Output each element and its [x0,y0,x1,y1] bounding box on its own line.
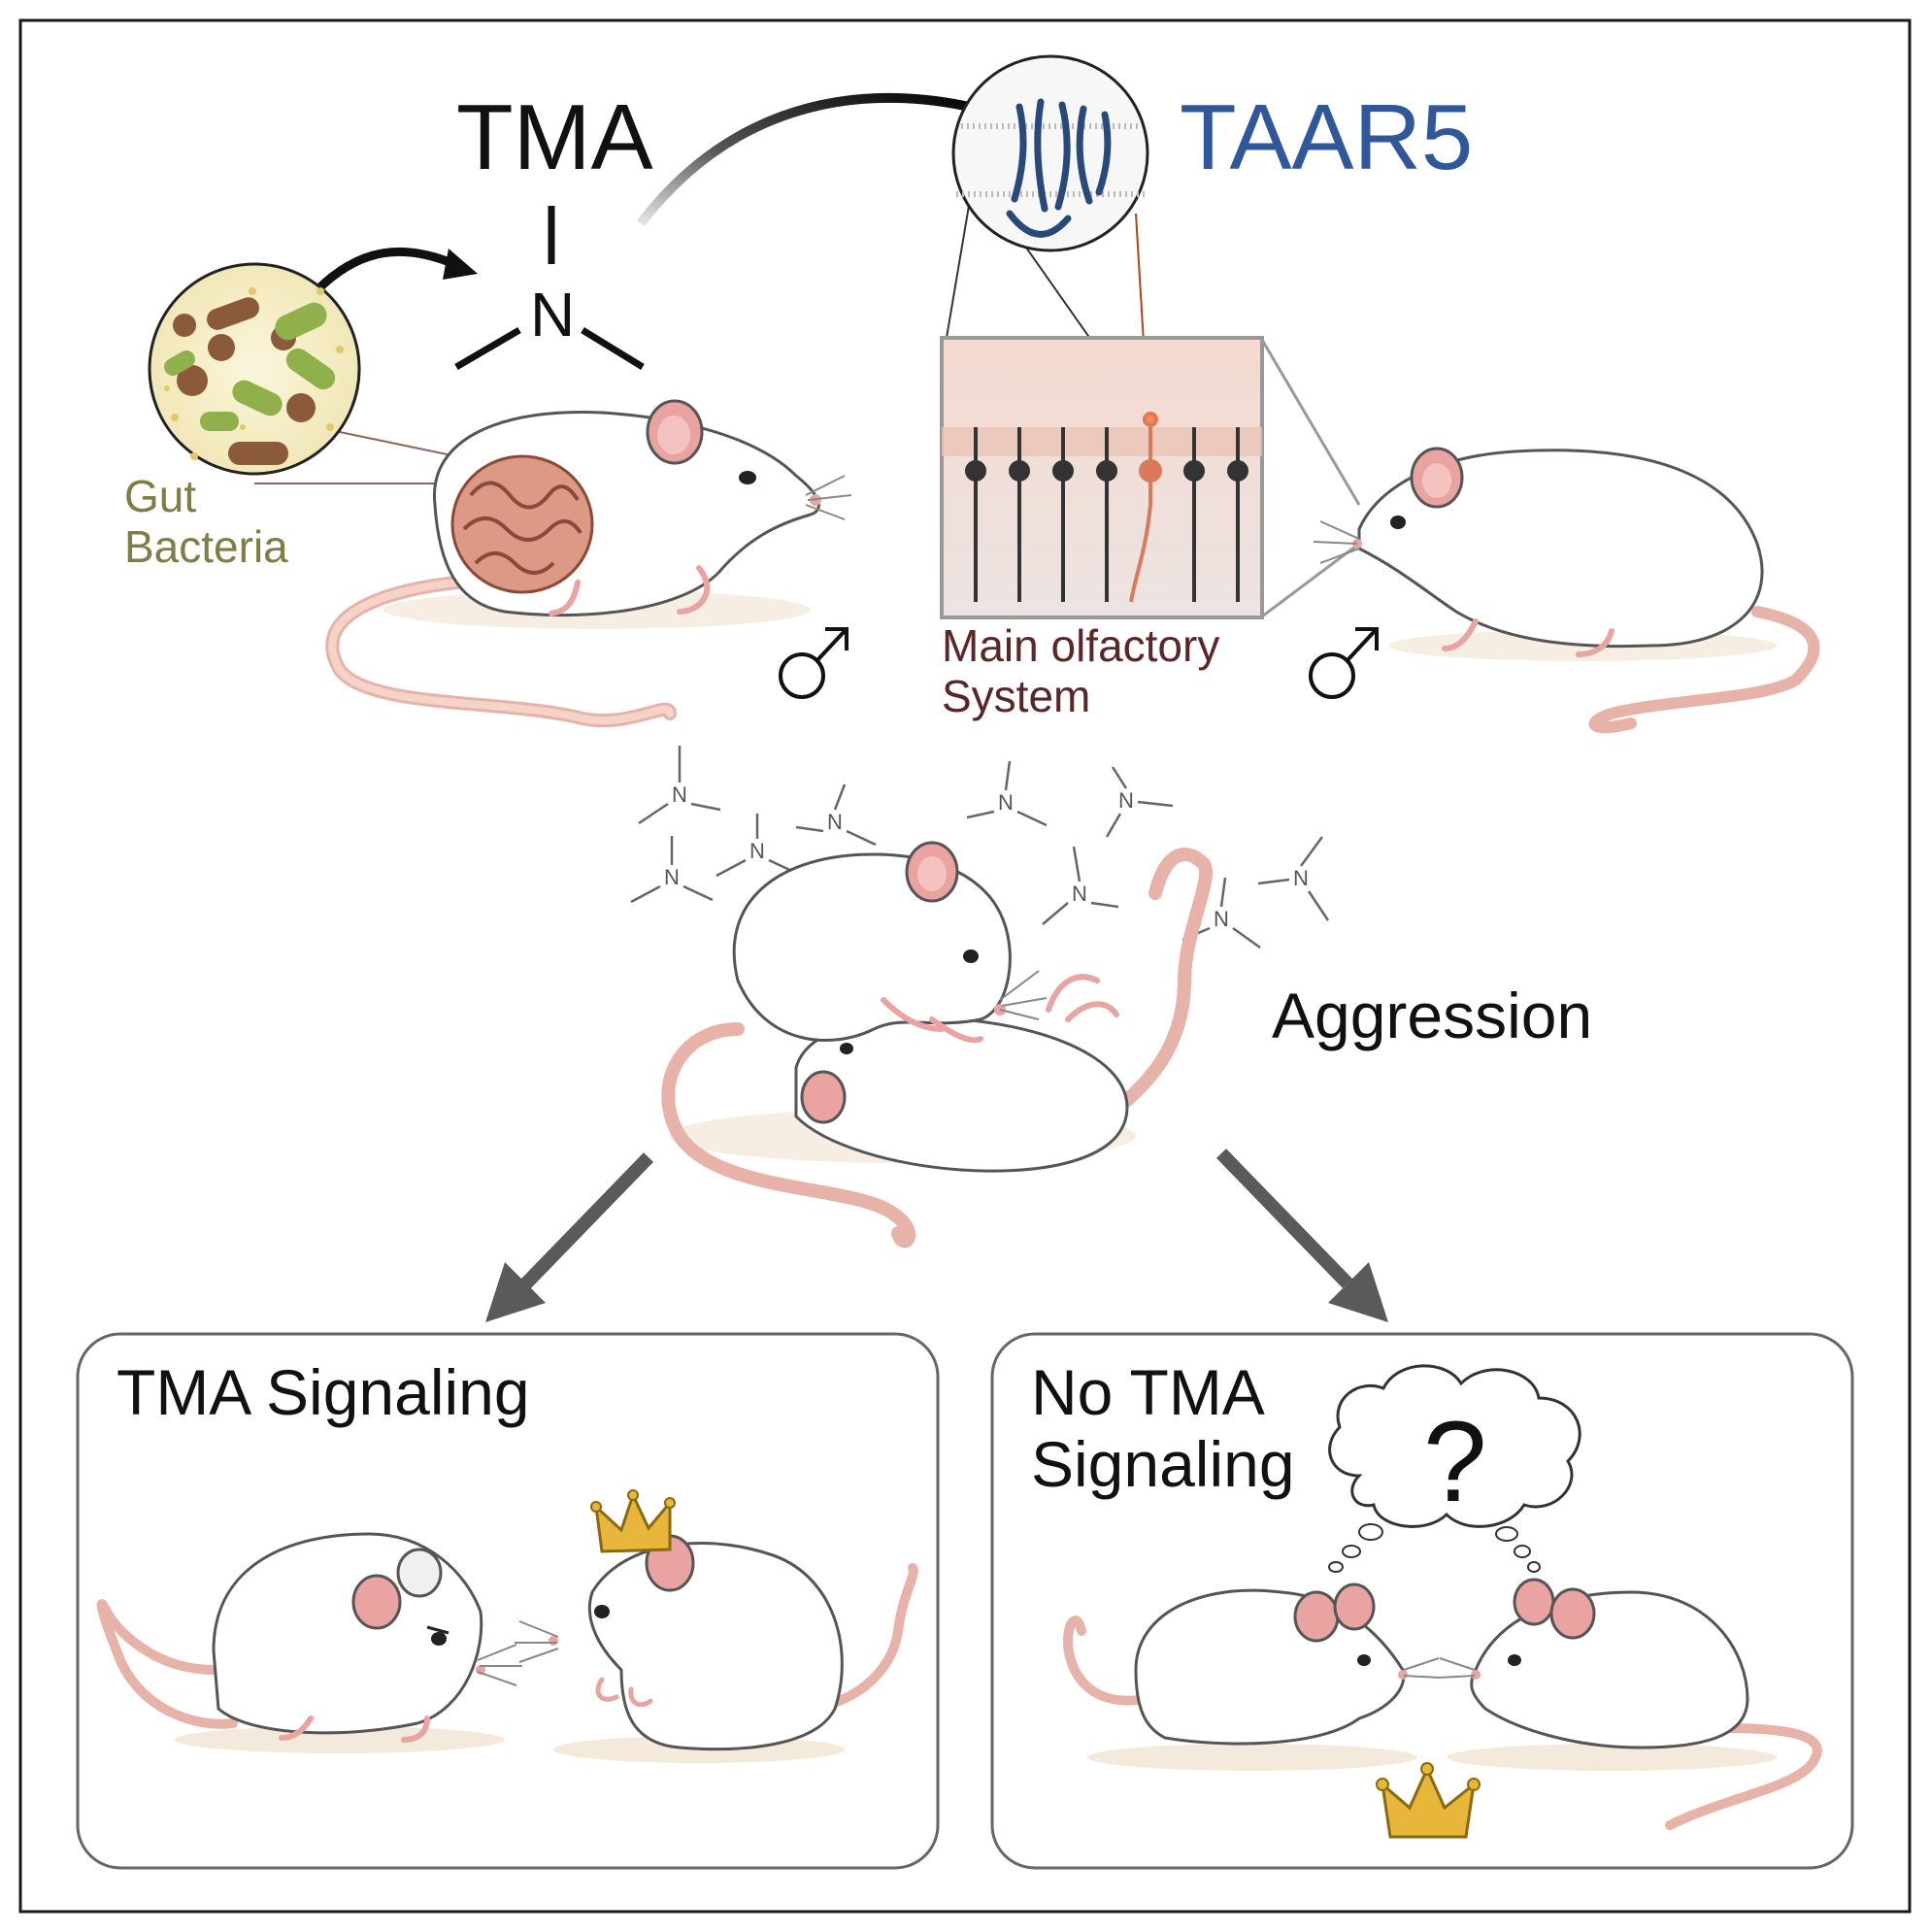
aggression-label: Aggression [1272,980,1593,1051]
svg-text:N: N [1072,882,1087,906]
svg-text:N: N [672,783,687,807]
olfactory-label-line2: System [942,670,1091,721]
receiver-mouse [1313,447,1820,734]
scattered-tma-molecules: N N N N N N N N N [630,746,1330,949]
tma-molecule-small: N [1105,766,1174,838]
taar5-title: TAAR5 [1180,85,1474,189]
tma-title: TMA [456,85,653,189]
fighting-mice [661,841,1213,1249]
crown-icon [590,1489,676,1553]
olfactory-system-label: Main olfactory System [942,620,1220,721]
taar5-receptor-icon [946,54,1149,418]
tma-molecule-small: N [630,836,714,904]
uncertain-mouse-left [1062,1582,1442,1771]
question-mark: ? [1423,1398,1487,1526]
gut-bacteria-label-line1: Gut [124,471,197,521]
crown-icon [1376,1762,1481,1839]
no-tma-label-line2: Signaling [1031,1427,1295,1500]
svg-text:N: N [749,839,765,863]
gut-bacteria-icon [148,262,457,484]
tma-molecule-small: N [966,760,1048,827]
male-symbol-left [779,627,849,699]
olfactory-epithelium-panel [940,336,1361,619]
svg-text:N: N [827,810,843,834]
tma-molecule-small: N [1042,846,1119,925]
tma-to-taar5-arrow [637,92,1002,227]
male-symbol-right [1309,627,1379,699]
gut-bacteria-label-line2: Bacteria [124,520,288,572]
trimethylamine-structure-icon: N [454,206,645,371]
svg-text:N: N [1293,866,1309,890]
tma-molecule-small: N [638,746,721,825]
svg-text:N: N [664,865,680,889]
arrow-to-no-tma-signaling [1215,1149,1388,1322]
no-tma-signaling-label: No TMA Signaling [1031,1356,1295,1501]
svg-text:N: N [1214,907,1229,931]
donor-mouse [325,399,852,727]
thought-bubble-icon [1328,1364,1581,1573]
tma-molecule-small: N [1257,836,1330,921]
gut-bacteria-label: Gut Bacteria [124,471,288,572]
svg-text:N: N [1118,788,1134,813]
olfactory-label-line1: Main olfactory [942,620,1220,671]
tma-signaling-label: TMA Signaling [116,1356,530,1428]
uncertain-mouse-right [1437,1578,1822,1830]
no-tma-label-line1: No TMA [1031,1356,1265,1428]
tma-nitrogen-atom: N [530,280,575,350]
svg-text:N: N [998,790,1014,815]
arrow-to-tma-signaling [485,1152,654,1322]
bacteria-to-tma-arrow [305,247,456,303]
subordinate-mouse [96,1532,522,1753]
dominant-mouse [515,1489,918,1763]
intestine-icon [450,454,594,594]
tma-molecule-small: N [795,783,877,847]
